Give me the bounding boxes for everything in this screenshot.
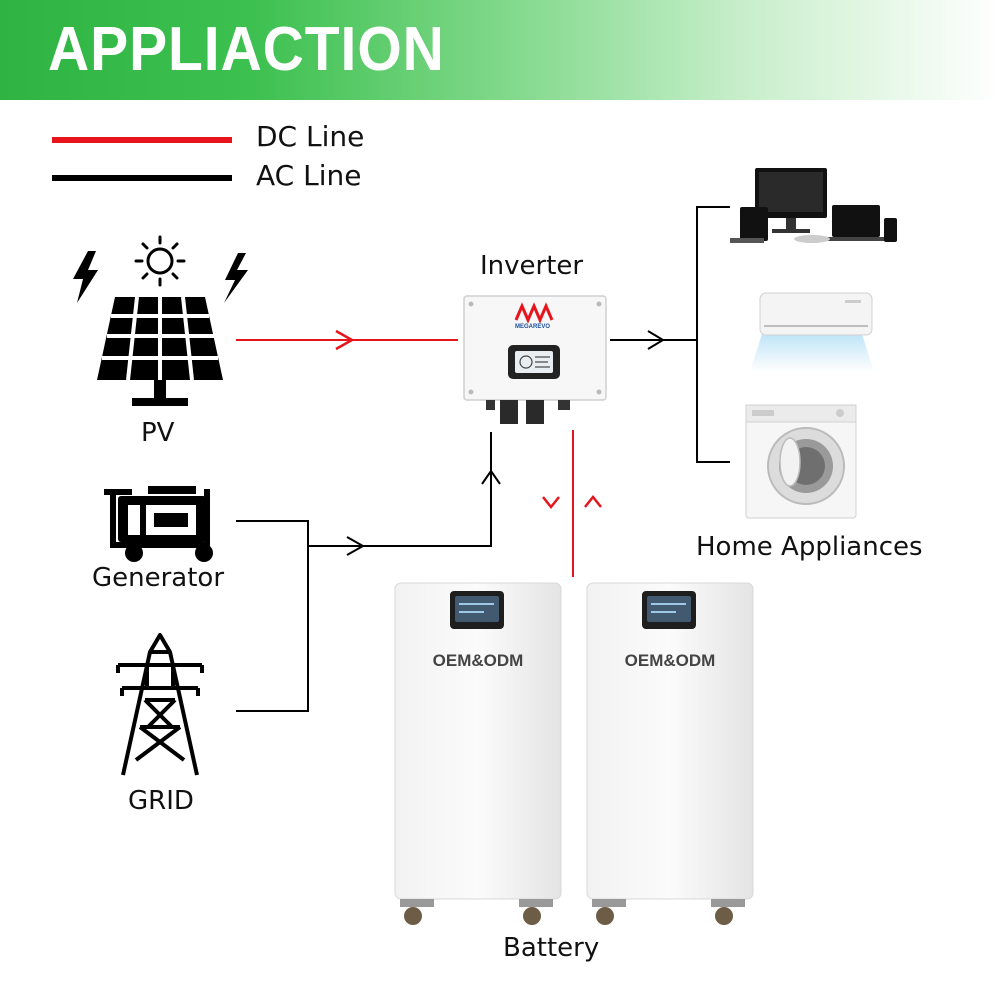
battery-2-label: OEM&ODM (625, 651, 716, 670)
generator-icon (104, 486, 213, 562)
inverter-device: MEGAREVO (463, 295, 607, 424)
generator-label: Generator (92, 563, 225, 593)
battery-unit-1: OEM&ODM (394, 582, 562, 925)
generator-grid-ac-line (236, 432, 501, 712)
sun-icon (134, 235, 186, 287)
pv-label: PV (141, 418, 175, 448)
dc-line-swatch (52, 137, 232, 143)
pv-dc-line (236, 329, 458, 351)
battery-label: Battery (503, 933, 600, 963)
solar-panel-icon (97, 296, 223, 406)
washing-machine-icon (745, 404, 857, 519)
air-conditioner-icon (750, 292, 874, 372)
inverter-label: Inverter (480, 251, 584, 281)
lightning-icon (73, 251, 248, 303)
battery-1-label: OEM&ODM (433, 651, 524, 670)
title-banner: APPLIACTION (0, 0, 1000, 100)
battery-unit-2: OEM&ODM (586, 582, 754, 925)
page-title: APPLIACTION (48, 15, 445, 84)
home-appliances-label: Home Appliances (696, 532, 923, 562)
grid-label: GRID (128, 786, 194, 816)
dc-line-label: DC Line (256, 120, 365, 153)
inverter-brand: MEGAREVO (515, 324, 550, 330)
computer-icon (730, 168, 897, 243)
ac-line-label: AC Line (256, 159, 362, 192)
home-ac-line (610, 206, 730, 463)
power-tower-icon (116, 633, 204, 776)
battery-dc-line (542, 430, 602, 577)
ac-line-swatch (52, 175, 232, 181)
